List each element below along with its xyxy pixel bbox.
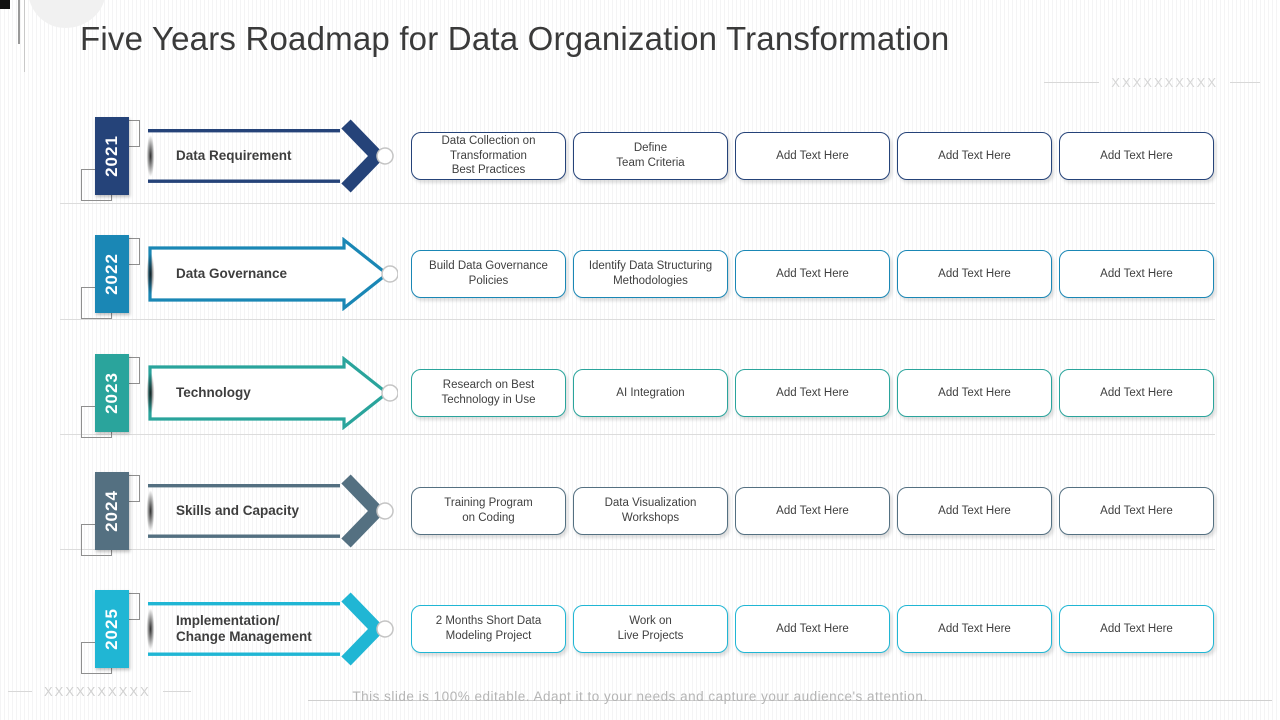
- year-badge: 2022: [78, 231, 140, 319]
- arrow-graphic: [148, 119, 394, 193]
- text-box[interactable]: Add Text Here: [735, 132, 890, 180]
- category-label: Implementation/ Change Management: [176, 612, 312, 644]
- row-separator: [60, 549, 1215, 550]
- arrow-graphic: [148, 356, 398, 430]
- top-right-placeholder-text: XXXXXXXXXX: [1111, 75, 1218, 90]
- category-label: Data Requirement: [176, 147, 292, 163]
- row-separator: [60, 434, 1215, 435]
- roadmap-row-2025: 2025 Implementation/ Change Management 2…: [0, 584, 1280, 674]
- year-label: 2021: [102, 135, 122, 177]
- category-arrow: Implementation/ Change Management: [145, 592, 398, 666]
- text-box[interactable]: Add Text Here: [1059, 369, 1214, 417]
- text-box[interactable]: Identify Data Structuring Methodologies: [573, 250, 728, 298]
- decor-line: [1230, 82, 1260, 83]
- year-label: 2022: [102, 253, 122, 295]
- page-title: Five Years Roadmap for Data Organization…: [80, 20, 950, 57]
- arrow-graphic: [148, 474, 394, 548]
- year-label: 2024: [102, 490, 122, 532]
- text-box[interactable]: Add Text Here: [897, 369, 1052, 417]
- top-right-decor: XXXXXXXXXX: [1044, 75, 1260, 90]
- text-box[interactable]: Training Program on Coding: [411, 487, 566, 535]
- footer-note: This slide is 100% editable. Adapt it to…: [352, 689, 928, 704]
- row-separator: [60, 319, 1215, 320]
- bottom-left-placeholder-text: XXXXXXXXXX: [44, 684, 151, 699]
- text-box[interactable]: Data Visualization Workshops: [573, 487, 728, 535]
- decor-line: [162, 691, 191, 692]
- year-badge: 2025: [78, 586, 140, 674]
- bottom-left-decor: XXXXXXXXXX: [8, 684, 191, 699]
- category-arrow: Skills and Capacity: [145, 474, 398, 548]
- text-box[interactable]: Add Text Here: [1059, 487, 1214, 535]
- arrow-shadow-decor: [145, 364, 156, 422]
- year-label: 2025: [102, 608, 122, 650]
- arrow-shadow-decor: [145, 482, 156, 540]
- text-box[interactable]: Define Team Criteria: [573, 132, 728, 180]
- corner-vertical-line-2: [24, 0, 25, 72]
- arrow-shadow-decor: [145, 600, 156, 658]
- text-box[interactable]: Add Text Here: [735, 250, 890, 298]
- text-box[interactable]: Add Text Here: [1059, 250, 1214, 298]
- category-arrow: Technology: [145, 356, 398, 430]
- milestone-boxes: Data Collection on Transformation Best P…: [411, 132, 1214, 180]
- decor-line: [8, 691, 32, 692]
- text-box[interactable]: Add Text Here: [897, 487, 1052, 535]
- roadmap-row-2024: 2024 Skills and Capacity Training Progra…: [0, 466, 1280, 556]
- roadmap-row-2022: 2022 Data Governance Build Data Governan…: [0, 229, 1280, 319]
- category-label: Data Governance: [176, 265, 288, 281]
- text-box[interactable]: Data Collection on Transformation Best P…: [411, 132, 566, 180]
- text-box[interactable]: Add Text Here: [897, 132, 1052, 180]
- text-box[interactable]: Add Text Here: [897, 250, 1052, 298]
- decor-line: [1044, 82, 1100, 83]
- category-label: Skills and Capacity: [176, 502, 300, 518]
- roadmap-row-2021: 2021 Data Requirement Data Collection on…: [0, 111, 1280, 201]
- text-box[interactable]: Add Text Here: [1059, 605, 1214, 653]
- arrow-graphic: [148, 592, 394, 666]
- arrow-shadow-decor: [145, 245, 156, 303]
- footer-rule: [308, 700, 1272, 701]
- category-arrow: Data Governance: [145, 237, 398, 311]
- year-badge: 2023: [78, 350, 140, 438]
- text-box[interactable]: Add Text Here: [735, 369, 890, 417]
- arrow-graphic: [148, 237, 398, 311]
- text-box[interactable]: Add Text Here: [735, 605, 890, 653]
- text-box[interactable]: Add Text Here: [1059, 132, 1214, 180]
- category-label: Technology: [176, 384, 251, 400]
- year-badge: 2024: [78, 468, 140, 556]
- text-box[interactable]: Work on Live Projects: [573, 605, 728, 653]
- text-box[interactable]: Build Data Governance Policies: [411, 250, 566, 298]
- category-arrow: Data Requirement: [145, 119, 398, 193]
- row-separator: [60, 203, 1215, 204]
- arrow-shadow-decor: [145, 127, 156, 185]
- text-box[interactable]: 2 Months Short Data Modeling Project: [411, 605, 566, 653]
- text-box[interactable]: Research on Best Technology in Use: [411, 369, 566, 417]
- corner-square-decor: [0, 0, 10, 9]
- corner-vertical-line: [18, 0, 20, 44]
- text-box[interactable]: Add Text Here: [735, 487, 890, 535]
- year-label: 2023: [102, 372, 122, 414]
- roadmap-row-2023: 2023 Technology Research on Best Technol…: [0, 348, 1280, 438]
- text-box[interactable]: Add Text Here: [897, 605, 1052, 653]
- year-badge: 2021: [78, 113, 140, 201]
- text-box[interactable]: AI Integration: [573, 369, 728, 417]
